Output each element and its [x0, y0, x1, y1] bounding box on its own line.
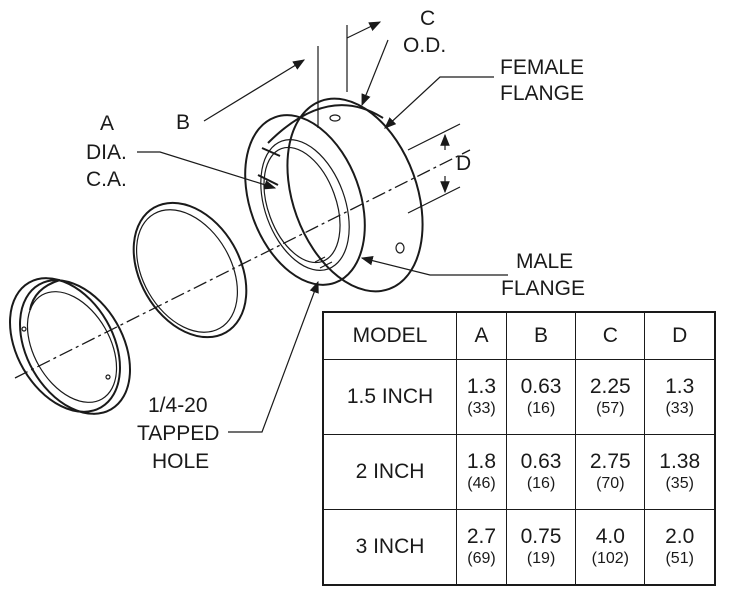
value-mm: (57): [596, 399, 625, 417]
dimension-d: D: [407, 123, 471, 214]
value-inch: 2.25: [589, 374, 631, 398]
value-mm: (70): [596, 474, 625, 492]
value-mm: (69): [467, 549, 496, 567]
table-row: 3 INCH 2.7(69) 0.75(19) 4.0(102) 2.0(51): [322, 508, 716, 586]
label-male-flange: FLANGE: [501, 277, 585, 300]
value-mm: (19): [526, 549, 556, 567]
value-cell: 1.3(33): [644, 359, 716, 435]
value-inch: 0.75: [520, 524, 562, 548]
label-ca: C.A.: [86, 168, 127, 191]
label-od: O.D.: [403, 34, 446, 57]
value-mm: (46): [467, 474, 496, 492]
table-header-row: MODEL A B C D: [322, 311, 716, 360]
header-a: A: [456, 311, 507, 360]
value-cell: 2.7(69): [456, 508, 507, 586]
value-mm: (16): [526, 399, 556, 417]
value-cell: 1.8(46): [456, 433, 507, 510]
table-row: 1.5 INCH 1.3(33) 0.63(16) 2.25(57) 1.3(3…: [322, 359, 716, 435]
label-male: MALE: [516, 250, 573, 273]
label-tapped: TAPPED: [137, 422, 219, 445]
value-inch: 1.3: [466, 374, 497, 398]
dimension-table: MODEL A B C D 1.5 INCH 1.3(33) 0.63(16) …: [322, 311, 716, 586]
header-b: B: [505, 311, 577, 360]
value-inch: 1.8: [466, 449, 497, 473]
label-dia: DIA.: [86, 141, 127, 164]
dimension-c: C O.D.: [346, 7, 446, 107]
value-cell: 0.75(19): [505, 508, 577, 586]
value-cell: 1.3(33): [456, 359, 507, 435]
model-cell: 1.5 INCH: [322, 359, 457, 435]
value-inch: 0.63: [520, 374, 562, 398]
value-cell: 2.0(51): [644, 508, 716, 586]
value-cell: 1.38(35): [644, 433, 716, 510]
header-d: D: [644, 311, 716, 360]
header-c: C: [575, 311, 646, 360]
label-d: D: [456, 152, 471, 175]
value-mm: (51): [665, 549, 694, 567]
model-cell: 3 INCH: [322, 508, 457, 586]
value-cell: 2.75(70): [575, 433, 646, 510]
value-inch: 2.7: [466, 524, 497, 548]
label-tapped-size: 1/4-20: [148, 394, 208, 417]
female-flange-housing: [244, 97, 424, 293]
model-cell: 2 INCH: [322, 433, 457, 510]
label-c: C: [420, 7, 435, 30]
value-cell: 4.0(102): [575, 508, 646, 586]
value-inch: 1.38: [659, 449, 701, 473]
value-mm: (33): [467, 399, 496, 417]
table-row: 2 INCH 1.8(46) 0.63(16) 2.75(70) 1.38(35…: [322, 433, 716, 510]
label-female-flange: FLANGE: [500, 82, 584, 105]
value-cell: 0.63(16): [505, 359, 577, 435]
value-inch: 0.63: [520, 449, 562, 473]
window-optic: [132, 201, 248, 339]
value-mm: (33): [665, 399, 694, 417]
value-inch: 2.75: [589, 449, 631, 473]
label-b: B: [176, 111, 190, 134]
value-mm: (16): [526, 474, 556, 492]
value-mm: (35): [665, 474, 694, 492]
value-inch: 4.0: [595, 524, 625, 548]
value-inch: 1.3: [665, 374, 695, 398]
label-hole: HOLE: [152, 450, 209, 473]
value-cell: 0.63(16): [505, 433, 577, 510]
header-model: MODEL: [322, 311, 457, 360]
male-flange-ring: [9, 277, 131, 415]
value-inch: 2.0: [665, 524, 695, 548]
value-cell: 2.25(57): [575, 359, 646, 435]
value-mm: (102): [591, 549, 629, 567]
dimension-b: B: [176, 46, 319, 134]
label-a: A: [100, 112, 114, 135]
label-female: FEMALE: [500, 56, 584, 79]
